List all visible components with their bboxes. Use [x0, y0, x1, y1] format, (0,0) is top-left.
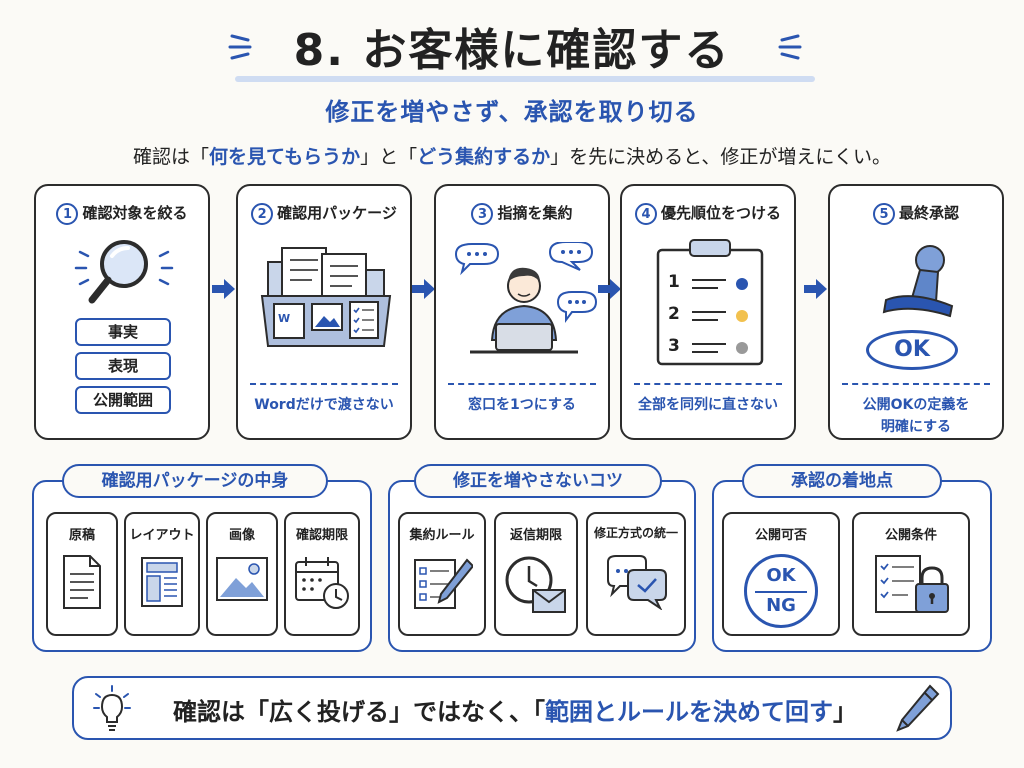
chat-check-icon [607, 555, 667, 610]
step-3-footer: 窓口を1つにする [468, 397, 576, 413]
card-aggregation-rule: 集約ルール [398, 512, 486, 636]
sparkle-right-icon [778, 34, 802, 60]
sparkle-left-icon [228, 34, 252, 60]
checklist-lock-icon [875, 555, 949, 613]
card-unified-method: 修正方式の統一 [586, 512, 686, 636]
svg-text:W: W [278, 312, 290, 325]
card-publish-conditions: 公開条件 [852, 512, 970, 636]
step-2-footer: Wordだけで渡さない [254, 397, 394, 413]
tag-facts: 事実 [75, 318, 171, 346]
priority-number-3: 3 [668, 336, 680, 356]
clock-mail-icon [505, 556, 566, 613]
card-image: 画像 [206, 512, 278, 636]
stamp-icon [882, 245, 954, 318]
arrow-right-icon [804, 279, 827, 299]
step-4-divider [634, 383, 782, 385]
card-layout: レイアウト [124, 512, 200, 636]
group-landing-point-title: 承認の着地点 [742, 464, 942, 498]
arrow-right-icon [598, 279, 621, 299]
summary-banner [72, 676, 952, 740]
page-subtitle: 修正を増やさず、承認を取り切る [325, 98, 699, 126]
card-publish-decision: 公開可否 OK NG [722, 512, 840, 636]
step-5-footer: 公開OKの定義を明確にする [862, 397, 970, 435]
checklist-pencil-icon [414, 558, 473, 609]
group-tips-title: 修正を増やさないコツ [414, 464, 662, 498]
calendar-clock-icon [295, 557, 349, 609]
layout-icon [141, 557, 183, 607]
banner-text: 確認は「広く投げる」ではなく、「範囲とルールを決めて回す」 [173, 698, 857, 726]
step-4-footer: 全部を同列に直さない [638, 397, 778, 413]
clipboard-priority-icon [656, 239, 764, 366]
magnifier-icon [74, 240, 174, 304]
lightbulb-icon [93, 685, 131, 731]
group-package-contents-title: 確認用パッケージの中身 [62, 464, 328, 498]
step-5-divider [842, 383, 990, 385]
card-deadline: 確認期限 [284, 512, 360, 636]
page-title: 8. お客様に確認する [293, 25, 731, 76]
folder-documents-icon: W [260, 247, 392, 347]
pencil-icon [896, 684, 940, 732]
arrow-right-icon [212, 279, 235, 299]
tag-scope: 公開範囲 [75, 386, 171, 414]
lead-text: 確認は「何を見てもらうか」と「どう集約するか」を先に決めると、修正が増えにくい。 [133, 146, 891, 168]
ok-stamp-mark: OK [866, 330, 958, 370]
card-manuscript: 原稿 [46, 512, 118, 636]
step-3-divider [448, 383, 596, 385]
title-underline [235, 76, 815, 82]
priority-number-1: 1 [668, 272, 680, 292]
priority-number-2: 2 [668, 304, 680, 324]
step-2-divider [250, 383, 398, 385]
person-laptop-feedback-icon [454, 242, 598, 354]
tag-expression: 表現 [75, 352, 171, 380]
ok-ng-circle: OK NG [744, 554, 818, 628]
arrow-right-icon [412, 279, 435, 299]
card-reply-deadline: 返信期限 [494, 512, 578, 636]
image-icon [216, 557, 268, 601]
document-icon [63, 555, 101, 609]
